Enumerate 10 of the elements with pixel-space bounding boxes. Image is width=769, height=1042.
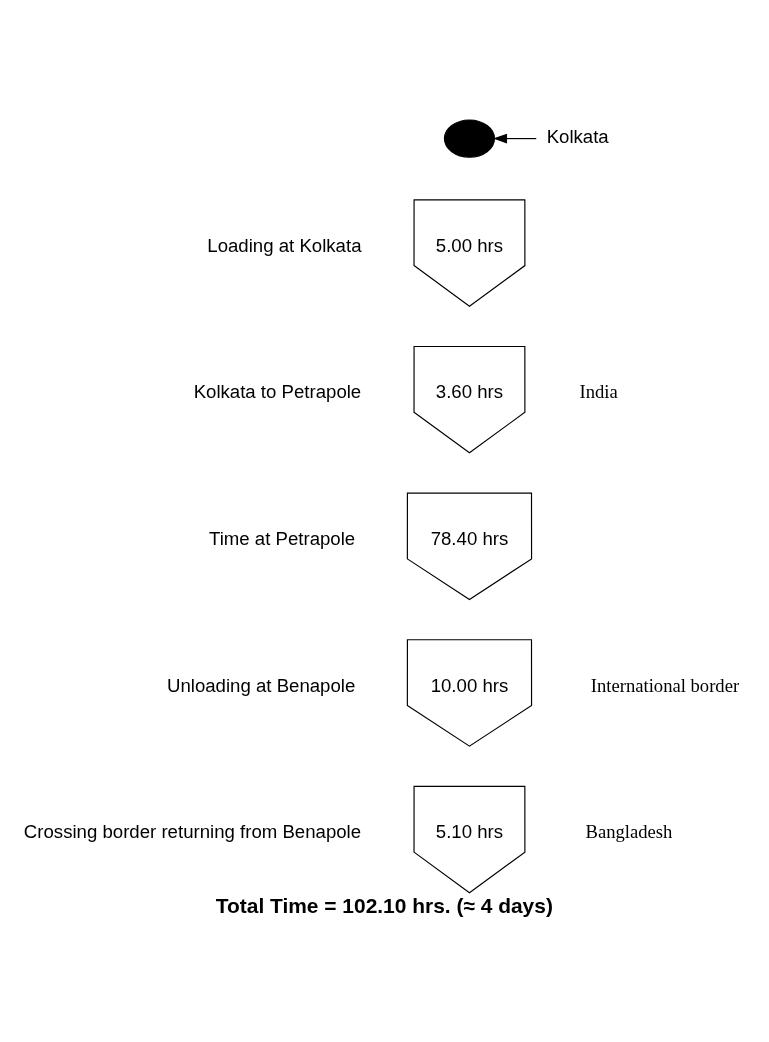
label: India xyxy=(579,380,618,402)
label: International border xyxy=(590,674,740,696)
node-text: Kolkata xyxy=(546,125,609,147)
node-label: Loading at Kolkata xyxy=(207,234,362,256)
node-label: Unloading at Benapole xyxy=(166,674,356,696)
node-label: Crossing border returning from Benapole xyxy=(23,820,362,842)
node-label: Time at Petrapole xyxy=(208,527,356,549)
label: Bangladesh xyxy=(585,820,673,842)
node-label: Kolkata to Petrapole xyxy=(193,380,362,402)
caption: Total Time = 102.10 hrs. (≈ 4 days) xyxy=(215,893,553,917)
